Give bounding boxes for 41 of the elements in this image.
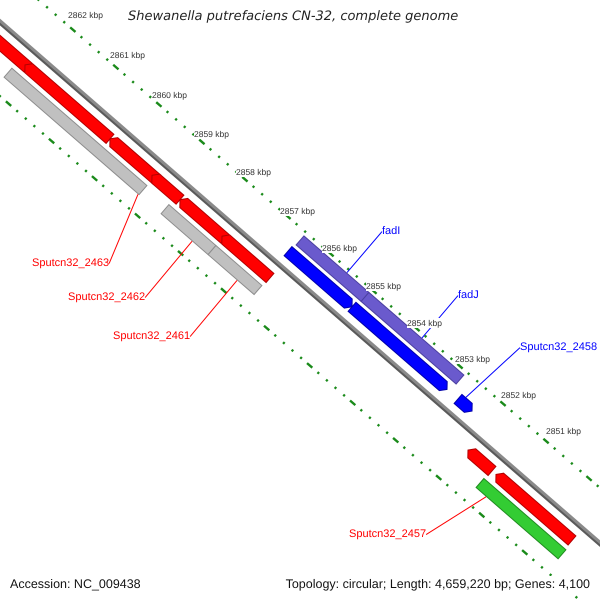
position-label: 2858 kbp — [236, 167, 271, 178]
position-label: 2859 kbp — [194, 129, 229, 140]
leader-line — [346, 231, 382, 274]
gene-label: Sputcn32_2461 — [113, 330, 190, 344]
position-label: 2852 kbp — [501, 390, 536, 400]
gene-feature — [179, 198, 230, 244]
gene-feature — [495, 472, 577, 546]
gene-label: fadJ — [458, 289, 479, 302]
gene-feature — [109, 137, 162, 185]
gene-label: Sputcn32_2458 — [520, 341, 598, 354]
title: Shewanella putrefaciens CN-32, complete genome — [128, 9, 458, 25]
gene-feature — [347, 302, 448, 392]
gene-feature — [24, 63, 115, 144]
position-label: 2853 kbp — [455, 354, 490, 364]
position-label: 2854 kbp — [407, 318, 442, 328]
position-label: 2862 kbp — [68, 10, 103, 20]
position-label: 2857 kbp — [280, 206, 315, 216]
gene-feature — [151, 174, 185, 205]
leader-line — [426, 496, 486, 536]
gene-feature — [475, 478, 567, 560]
leader-line — [466, 347, 520, 398]
gene-feature — [207, 244, 263, 296]
gene-feature — [3, 68, 148, 196]
leader-line — [108, 194, 138, 264]
position-label: 2861 kbp — [110, 50, 145, 60]
info-text: Accession: NC_009438 — [8, 576, 143, 593]
gene-feature — [221, 234, 275, 284]
position-label: 2856 kbp — [322, 243, 357, 254]
leader-line — [190, 280, 238, 338]
gene-label: Sputcn32_2463 — [32, 257, 110, 270]
position-label: 2851 kbp — [546, 426, 581, 436]
gene-label: Sputcn32_2457 — [349, 528, 426, 542]
gene-feature — [453, 394, 473, 413]
info-text: Topology: circular; Length: 4,659,220 bp; Genes: 4,100 — [284, 576, 592, 593]
position-label: 2855 kbp — [366, 281, 401, 292]
gene-feature — [160, 204, 217, 256]
gene-label: Sputcn32_2462 — [68, 291, 146, 304]
gene-label: fadI — [382, 225, 400, 238]
gene-feature — [467, 448, 497, 476]
position-label: 2860 kbp — [152, 90, 187, 100]
leader-line — [144, 240, 192, 298]
